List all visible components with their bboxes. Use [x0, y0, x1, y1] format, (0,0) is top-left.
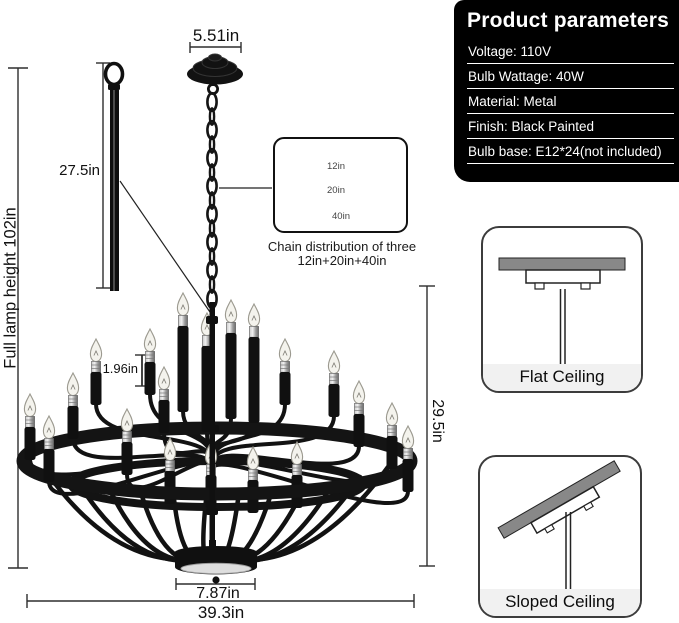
- chain-12in-label: 12in: [327, 161, 345, 172]
- chandelier-body-graphic: [16, 292, 418, 584]
- chain-graphic: [206, 91, 218, 310]
- dimension-lines: [8, 42, 435, 608]
- chain-40in-label: 40in: [332, 211, 350, 222]
- bottom-plate-label: 7.87in: [196, 585, 240, 602]
- chain-20in-label: 20in: [327, 185, 345, 196]
- body-height-label: 29.5in: [429, 399, 446, 443]
- socket-height-label: 1.96in: [102, 361, 138, 376]
- canopy-width-label: 5.51in: [192, 26, 240, 45]
- panel-title: Product parameters: [467, 9, 670, 32]
- canopy-graphic: [187, 53, 243, 96]
- flat-ceiling-label: Flat Ceiling: [483, 364, 641, 391]
- chain-caption-line2: 12in+20in+40in: [297, 253, 387, 268]
- product-parameters-panel: Product parameters Voltage: 110V Bulb Wa…: [454, 0, 679, 182]
- chain-caption-line1: Chain distribution of three: [267, 239, 417, 254]
- diameter-label: 39.3in: [197, 603, 245, 622]
- downrod-graphic: [103, 61, 125, 291]
- sloped-ceiling-diagram: [497, 460, 621, 589]
- param-row-wattage: Bulb Wattage: 40W: [467, 64, 674, 89]
- sloped-ceiling-label: Sloped Ceiling: [480, 589, 640, 616]
- sloped-ceiling-card: Sloped Ceiling: [478, 455, 642, 618]
- chain-distribution-box: [273, 137, 408, 233]
- flat-ceiling-card: Flat Ceiling: [481, 226, 643, 393]
- param-row-bulb-base: Bulb base: E12*24(not included): [467, 139, 674, 164]
- downrod-length-label: 27.5in: [59, 162, 100, 179]
- flat-ceiling-diagram: [498, 257, 626, 364]
- full-height-label: Full lamp height 102in: [1, 207, 20, 369]
- leader-lines: [119, 180, 272, 316]
- param-row-finish: Finish: Black Painted: [467, 114, 674, 139]
- param-row-voltage: Voltage: 110V: [467, 39, 674, 64]
- param-row-material: Material: Metal: [467, 89, 674, 114]
